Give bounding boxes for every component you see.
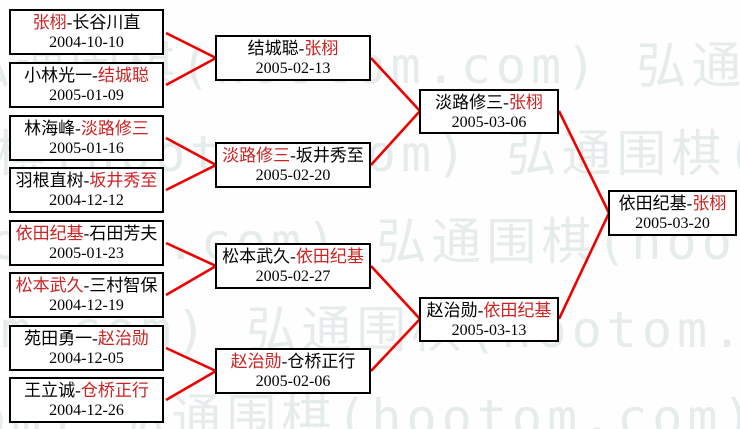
player-name: 依田纪基: [618, 194, 687, 213]
match-players: 张栩-长谷川直: [33, 12, 141, 33]
match-date: 2005-02-27: [255, 268, 331, 285]
vs-dash: -: [281, 352, 288, 371]
match-box-sf-1: 淡路修三-张栩 2005-03-06: [419, 89, 559, 134]
player-name: 依田纪基: [295, 247, 364, 266]
vs-dash: -: [477, 300, 484, 320]
match-players: 结城聪-张栩: [248, 38, 339, 59]
vs-dash: -: [66, 13, 73, 32]
vs-dash: -: [83, 224, 90, 243]
player-name: 坂井秀至: [89, 171, 158, 190]
match-box-r1-6: 松本武久-三村智保 2004-12-19: [9, 272, 164, 318]
match-box-r2-4: 赵治勋-仓桥正行 2005-02-06: [215, 348, 371, 394]
match-box-r2-1: 结城聪-张栩 2005-02-13: [215, 35, 371, 81]
match-players: 羽根直树-坂井秀至: [16, 170, 158, 191]
match-box-r1-8: 王立诚-仓桥正行 2004-12-26: [9, 377, 164, 423]
vs-dash: -: [75, 381, 81, 400]
match-players: 淡路修三-张栩: [435, 92, 543, 113]
match-box-r1-2: 小林光一-结城聪 2005-01-09: [9, 62, 164, 108]
match-date: 2004-12-12: [49, 192, 124, 209]
vs-dash: -: [290, 247, 296, 266]
player-name: 结城聪: [97, 66, 149, 85]
match-box-r1-7: 苑田勇一-赵治勋 2004-12-05: [9, 325, 164, 371]
vs-dash: -: [92, 66, 98, 85]
vs-dash: -: [75, 119, 81, 138]
player-name: 三村智保: [89, 276, 158, 295]
vs-dash: -: [503, 92, 509, 112]
match-box-r2-2: 淡路修三-坂井秀至 2005-02-20: [215, 142, 371, 188]
match-box-r1-5: 依田纪基-石田芳夫 2005-01-23: [9, 220, 164, 266]
match-date: 2004-12-19: [49, 297, 124, 314]
player-name: 结城聪: [247, 39, 299, 58]
player-name: 长谷川直: [72, 13, 141, 32]
match-box-r1-3: 林海峰-淡路修三 2005-01-16: [9, 115, 164, 161]
player-name: 赵治勋: [230, 352, 282, 371]
player-name: 苑田勇一: [24, 329, 93, 348]
player-name: 松本武久: [15, 276, 84, 295]
match-box-final: 依田纪基-张栩 2005-03-20: [608, 190, 737, 236]
player-name: 张栩: [32, 13, 67, 32]
match-players: 赵治勋-依田纪基: [427, 300, 552, 321]
player-name: 依田纪基: [483, 300, 552, 320]
player-name: 赵治勋: [426, 300, 478, 320]
player-name: 石田芳夫: [89, 224, 158, 243]
player-name: 淡路修三: [222, 146, 291, 165]
match-date: 2004-10-10: [49, 34, 124, 51]
match-date: 2005-03-20: [635, 215, 710, 232]
player-name: 林海峰: [24, 119, 76, 138]
match-date: 2005-03-06: [451, 113, 527, 131]
match-players: 王立诚-仓桥正行: [24, 380, 149, 401]
vs-dash: -: [686, 194, 693, 213]
match-players: 淡路修三-坂井秀至: [222, 145, 364, 166]
player-name: 依田纪基: [15, 224, 84, 243]
match-box-r2-3: 松本武久-依田纪基 2005-02-27: [215, 243, 371, 289]
vs-dash: -: [83, 171, 90, 190]
player-name: 张栩: [304, 39, 339, 58]
match-box-r1-1: 张栩-长谷川直 2004-10-10: [9, 9, 164, 55]
match-players: 依田纪基-张栩: [619, 193, 727, 214]
match-date: 2005-03-13: [451, 321, 527, 339]
match-players: 松本武久-三村智保: [16, 275, 158, 296]
vs-dash: -: [298, 39, 305, 58]
vs-dash: -: [290, 146, 296, 165]
player-name: 淡路修三: [80, 119, 149, 138]
match-date: 2004-12-05: [49, 350, 124, 367]
player-name: 仓桥正行: [287, 352, 356, 371]
match-date: 2005-01-23: [49, 245, 124, 262]
match-players: 松本武久-依田纪基: [222, 246, 364, 267]
vs-dash: -: [92, 329, 98, 348]
player-name: 张栩: [508, 92, 543, 112]
match-players: 赵治勋-仓桥正行: [231, 351, 356, 372]
match-date: 2004-12-26: [49, 402, 124, 419]
match-date: 2005-01-16: [49, 140, 124, 157]
player-name: 张栩: [692, 194, 727, 213]
match-date: 2005-02-13: [255, 60, 331, 77]
vs-dash: -: [83, 276, 90, 295]
match-date: 2005-02-20: [255, 167, 331, 184]
match-players: 林海峰-淡路修三: [24, 118, 149, 139]
player-name: 羽根直树: [15, 171, 84, 190]
match-box-sf-2: 赵治勋-依田纪基 2005-03-13: [419, 297, 559, 342]
match-players: 依田纪基-石田芳夫: [16, 223, 158, 244]
player-name: 赵治勋: [97, 329, 149, 348]
match-box-r1-4: 羽根直树-坂井秀至 2004-12-12: [9, 167, 164, 213]
match-players: 苑田勇一-赵治勋: [24, 328, 149, 349]
player-name: 松本武久: [222, 247, 291, 266]
match-players: 小林光一-结城聪: [24, 65, 149, 86]
player-name: 仓桥正行: [80, 381, 149, 400]
player-name: 王立诚: [24, 381, 76, 400]
player-name: 坂井秀至: [295, 146, 364, 165]
player-name: 小林光一: [24, 66, 93, 85]
match-date: 2005-01-09: [49, 87, 124, 104]
match-date: 2005-02-06: [255, 373, 331, 390]
player-name: 淡路修三: [435, 92, 504, 112]
